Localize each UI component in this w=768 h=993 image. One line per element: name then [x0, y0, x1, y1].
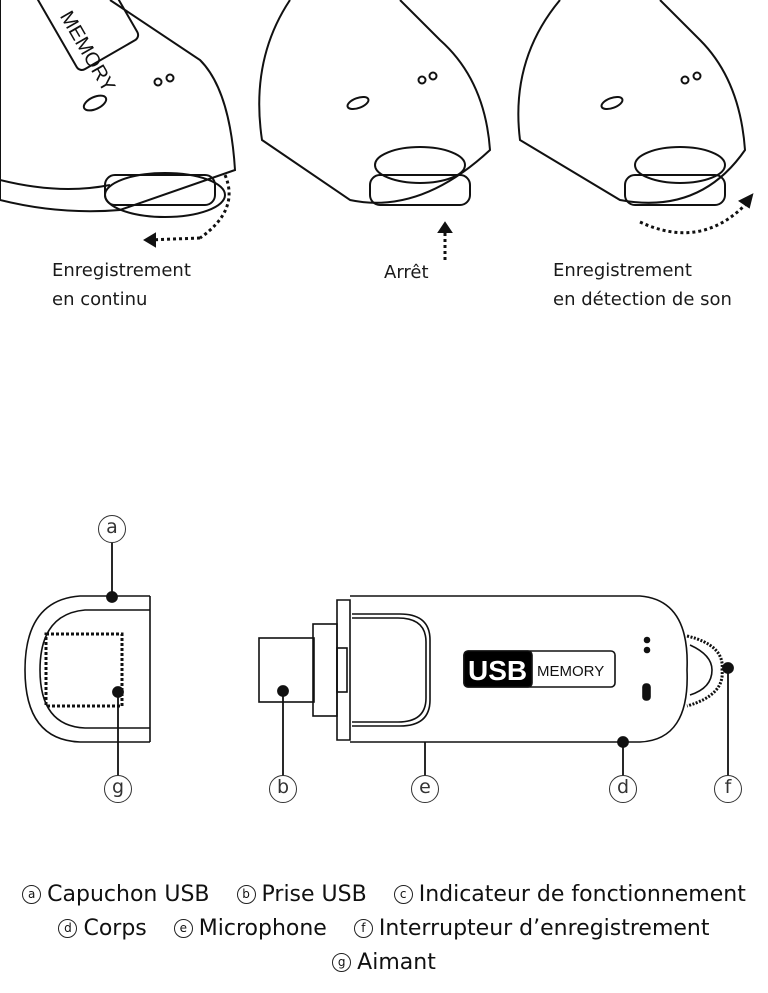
mode-label-line: Arrêt	[384, 262, 429, 283]
memory-text: MEMORY	[55, 7, 119, 96]
legend-label: Capuchon USB	[47, 882, 210, 907]
legend-label: Prise USB	[261, 882, 367, 907]
recorder-body-drawing: USB MEMORY	[258, 595, 724, 743]
legend-label: Interrupteur d’enregistrement	[378, 916, 710, 941]
legend-key: c	[393, 885, 413, 904]
legend-item-d: d Corps	[58, 916, 147, 941]
legend-label: Indicateur de fonctionnement	[418, 882, 746, 907]
parts-legend: a Capuchon USB b Prise USB c Indicateur de …	[0, 878, 768, 980]
callout-leaders	[106, 543, 734, 777]
mode-label-voice: Enregistrement en détection de son	[553, 256, 732, 314]
legend-key: g	[332, 953, 352, 972]
mode-label-line: Enregistrement	[52, 260, 191, 281]
legend-label: Microphone	[198, 916, 327, 941]
legend-key: f	[353, 919, 373, 938]
callout-b: b	[269, 775, 297, 803]
legend-item-b: b Prise USB	[236, 882, 367, 907]
legend-key: a	[22, 885, 42, 904]
legend-item-g: g Aimant	[332, 950, 436, 975]
mode-label-line: Enregistrement	[553, 260, 692, 281]
legend-label: Aimant	[357, 950, 436, 975]
usb-logo-text: USB	[468, 655, 527, 686]
legend-item-c: c Indicateur de fonctionnement	[393, 882, 746, 907]
mode-label-line: en détection de son	[553, 289, 732, 310]
callout-f: f	[714, 775, 742, 803]
usb-cap-drawing	[24, 595, 151, 743]
legend-row: a Capuchon USB b Prise USB c Indicateur de …	[0, 878, 768, 912]
callout-g: g	[104, 775, 132, 803]
legend-key: d	[58, 919, 78, 938]
mode-label-line: en continu	[52, 289, 148, 310]
legend-key: e	[173, 919, 193, 938]
mode-label-continuous: Enregistrement en continu	[52, 256, 191, 314]
callout-a: a	[98, 515, 126, 543]
legend-label: Corps	[83, 916, 147, 941]
legend-row: g Aimant	[0, 946, 768, 980]
memory-logo-text: MEMORY	[537, 663, 604, 680]
legend-item-f: f Interrupteur d’enregistrement	[353, 916, 710, 941]
callout-e: e	[411, 775, 439, 803]
legend-key: b	[236, 885, 256, 904]
device-continuous: MEMORY	[0, 0, 237, 248]
legend-row: d Corps e Microphone f Interrupteur d’enreg…	[0, 912, 768, 946]
legend-item-a: a Capuchon USB	[22, 882, 210, 907]
legend-item-e: e Microphone	[173, 916, 327, 941]
device-voice-activated	[517, 0, 754, 235]
device-stop	[258, 0, 492, 260]
mode-label-stop: Arrêt	[384, 258, 429, 287]
callout-d: d	[609, 775, 637, 803]
